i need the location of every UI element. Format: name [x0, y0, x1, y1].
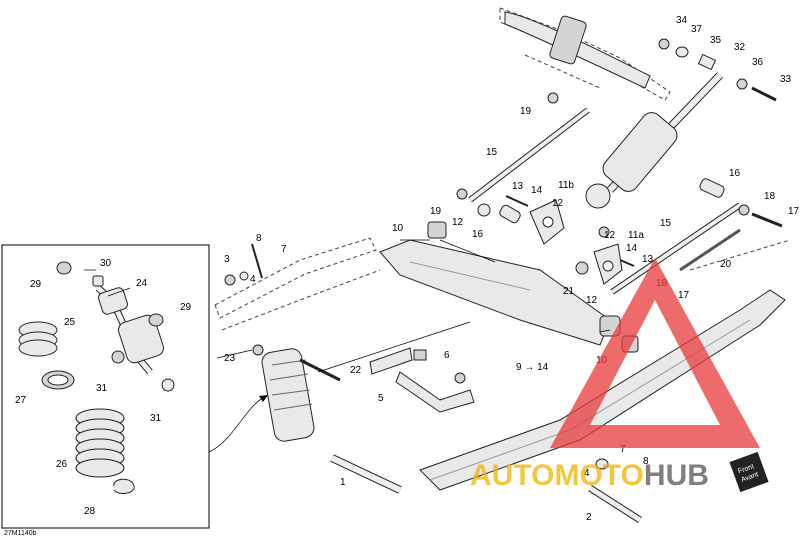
callout-7: 7 [281, 244, 287, 255]
callout-29: 29 [30, 279, 42, 290]
main-shock-assembly [261, 348, 341, 442]
callout-12d: 12 [586, 295, 598, 306]
callout-6: 6 [444, 350, 450, 361]
callout-26: 26 [56, 459, 68, 470]
callout-9-14: 9 → 14 [516, 362, 549, 373]
front-badge: Front Avant [729, 451, 769, 493]
callout-24: 24 [136, 278, 148, 289]
callout-13: 13 [512, 181, 524, 192]
figure-id: 27M1140b [4, 530, 37, 537]
rear-shock-absorber [585, 72, 723, 209]
upper-hardware [547, 38, 777, 104]
callout-17: 17 [788, 206, 800, 217]
callout-11a: 11a [628, 230, 644, 241]
callout-28: 28 [84, 506, 96, 517]
inset-shock-absorber [56, 261, 175, 392]
callout-20: 20 [720, 259, 732, 270]
inset-spring-parts [18, 321, 135, 494]
leader-lines [84, 239, 611, 373]
callout-30: 30 [100, 258, 112, 269]
watermark-text: AUTOMOTOHUB [470, 459, 709, 492]
callout-34: 34 [676, 15, 688, 26]
upper-crossbar [504, 11, 651, 89]
callout-16b: 16 [472, 229, 484, 240]
watermark-triangle-icon [550, 258, 760, 448]
callout-19b: 19 [430, 206, 442, 217]
callout-21: 21 [563, 286, 575, 297]
watermark-moto: MOTO [554, 459, 643, 492]
callout-33: 33 [780, 74, 792, 85]
callout-18: 18 [764, 191, 776, 202]
callout-31b: 31 [150, 413, 162, 424]
callout-29b: 29 [180, 302, 192, 313]
callout-8: 8 [256, 233, 262, 244]
callout-11b: 11b [558, 180, 574, 191]
callout-32: 32 [734, 42, 746, 53]
detail-arrow [208, 394, 269, 453]
callout-5: 5 [378, 393, 384, 404]
watermark-hub: HUB [644, 459, 709, 492]
callout-14b: 14 [626, 243, 638, 254]
callout-8b: 8 [643, 456, 649, 467]
callout-19: 19 [520, 106, 532, 117]
bolt-hardware [224, 243, 263, 286]
callout-labels: 34 37 35 32 36 33 19 15 16 18 17 13 14 1… [15, 15, 800, 523]
callout-3: 3 [224, 254, 230, 265]
callout-35: 35 [710, 35, 722, 46]
left-rail-dashed [214, 237, 381, 331]
callout-15b: 15 [660, 218, 672, 229]
callout-13b: 13 [642, 254, 654, 265]
callout-10: 10 [392, 223, 404, 234]
callout-36: 36 [752, 57, 764, 68]
callout-22: 22 [350, 365, 362, 376]
callout-37: 37 [691, 24, 703, 35]
lower-components [252, 344, 642, 523]
callout-15: 15 [486, 147, 498, 158]
callout-14: 14 [531, 185, 543, 196]
callout-12: 12 [452, 217, 464, 228]
callout-7b: 7 [620, 444, 626, 455]
callout-27: 27 [15, 395, 27, 406]
watermark-auto: AUTO [470, 459, 554, 492]
watermark: AUTOMOTOHUB [470, 258, 760, 492]
callout-4: 4 [250, 274, 256, 285]
links [456, 107, 783, 295]
callout-2: 2 [586, 512, 592, 523]
callout-16: 16 [729, 168, 741, 179]
rear-arm [379, 221, 639, 353]
callout-25: 25 [64, 317, 76, 328]
callout-31: 31 [96, 383, 108, 394]
callout-17b: 17 [678, 290, 690, 301]
callout-23: 23 [224, 353, 236, 364]
callout-4b: 4 [584, 468, 590, 479]
pivot-brackets [529, 199, 623, 285]
callout-12b: 12 [552, 198, 564, 209]
callout-12c: 12 [604, 230, 616, 241]
callout-1: 1 [340, 477, 346, 488]
detail-arrowhead [259, 395, 268, 402]
